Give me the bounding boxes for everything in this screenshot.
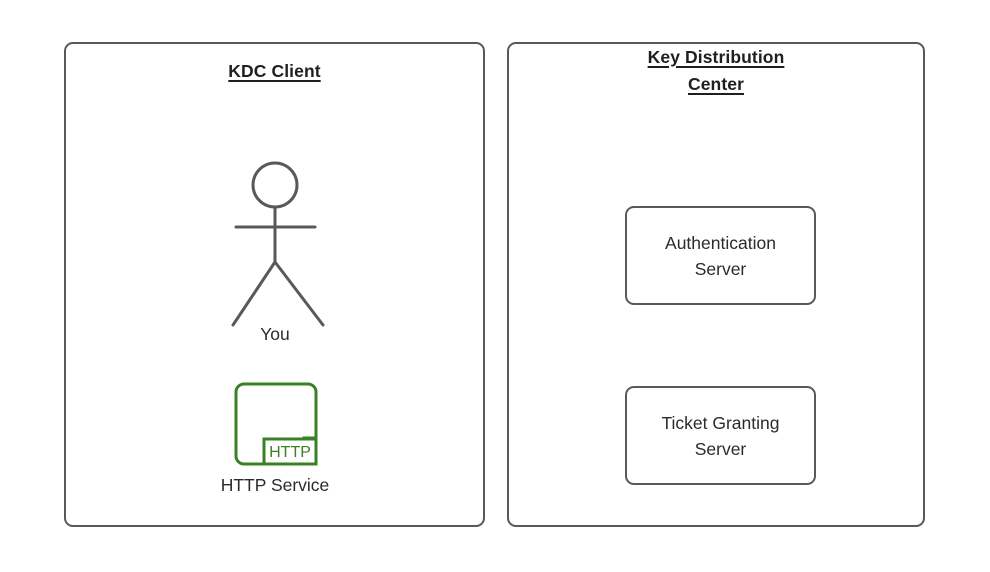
ticket-granting-server-line2: Server — [694, 438, 747, 459]
authentication-server-label: Authentication Server — [655, 230, 786, 282]
authentication-server-box: Authentication Server — [625, 206, 816, 305]
kdc-title-line1: Key Distribution — [647, 47, 785, 67]
ticket-granting-server-label: Ticket Granting Server — [651, 410, 789, 462]
http-badge-text: HTTP — [269, 444, 311, 461]
kdc-client-title-text: KDC Client — [228, 61, 321, 81]
authentication-server-line2: Server — [694, 258, 747, 279]
kdc-client-title: KDC Client — [64, 58, 485, 85]
stick-figure-icon — [225, 158, 335, 333]
ticket-granting-server-line1: Ticket Granting — [661, 412, 780, 433]
http-service-icon: HTTP — [234, 382, 318, 466]
actor-label: You — [260, 324, 290, 344]
authentication-server-line1: Authentication — [665, 232, 776, 253]
kdc-title-line2: Center — [687, 74, 745, 94]
ticket-granting-server-box: Ticket Granting Server — [625, 386, 816, 485]
http-service-label: HTTP Service — [220, 475, 330, 495]
kdc-panel-title: Key Distribution Center — [507, 44, 925, 98]
